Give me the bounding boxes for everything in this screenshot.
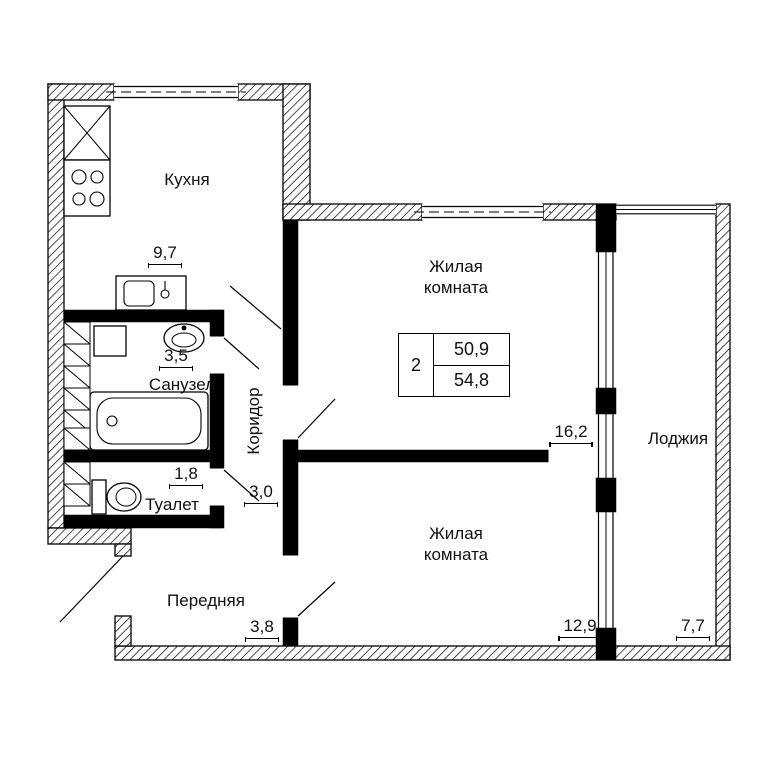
room-area-toilet: 1,8 [169, 464, 203, 489]
room-area-living-2: 12,9 [558, 616, 602, 641]
window-living1 [414, 204, 551, 220]
room-label-toilet: Туалет [145, 495, 199, 514]
room-area-living-1: 16,2 [549, 422, 593, 447]
area-cells: 50,9 54,8 [434, 334, 509, 396]
living-area-total: 50,9 [434, 334, 509, 366]
kitchen-counter-icon [63, 105, 111, 161]
wall-toilet-bottom [63, 514, 223, 529]
wall-entry-step [47, 527, 132, 545]
wall-kitchen-right [282, 83, 311, 221]
room-label-bathroom: Санузел [148, 375, 216, 394]
window-loggia-wall-mid [596, 414, 616, 478]
room-label-kitchen: Кухня [164, 170, 210, 189]
wall-corridor-living1-b [282, 439, 299, 451]
window-loggia-glazing [616, 204, 716, 215]
room-area-kitchen: 9,7 [148, 243, 182, 268]
room-label-living-2: Жилая комната [423, 524, 489, 565]
room-area-bathroom-dim: 3,5 [146, 346, 206, 371]
door-entrance [59, 555, 124, 623]
room-area-hall: 3,8 [245, 617, 279, 642]
bathtub-icon [89, 391, 209, 451]
wall-hall-living2-a [282, 461, 299, 556]
window-loggia-wall-upper [596, 252, 616, 388]
door-leaves [59, 285, 336, 623]
wall-living1-living2 [282, 449, 549, 463]
loggia-pier-3 [595, 477, 617, 513]
rooms-count: 2 [399, 334, 434, 396]
apartment-summary-table: 2 50,9 54,8 [398, 333, 510, 397]
vent-shafts-icon [63, 321, 91, 507]
room-label-corridor: Коридор [244, 387, 263, 455]
door-living2 [297, 581, 336, 617]
room-area-corridor-dim: 3,0 [231, 482, 291, 507]
kitchen-sink-icon [115, 275, 187, 311]
wall-left [47, 83, 65, 529]
room-label-loggia: Лоджия [647, 429, 709, 448]
room-area-toilet-dim: 1,8 [156, 464, 216, 489]
total-area: 54,8 [453, 370, 490, 391]
door-jambs [115, 335, 549, 619]
interior-walls [63, 203, 617, 661]
washing-machine-icon [93, 325, 127, 357]
room-area-loggia: 7,7 [676, 616, 710, 641]
room-area-hall-dim: 3,8 [232, 617, 292, 642]
room-label-living-1: Жилая комната [423, 257, 489, 298]
room-area-kitchen-dim: 9,7 [135, 243, 195, 268]
room-label-hall: Передняя [167, 591, 245, 610]
room-area-corridor: 3,0 [244, 482, 278, 507]
stove-icon [63, 159, 111, 217]
fixtures [63, 105, 209, 515]
room-area-bathroom: 3,5 [159, 346, 193, 371]
loggia-pier-2 [595, 387, 617, 415]
window-kitchen [106, 84, 246, 100]
door-toilet [223, 469, 260, 502]
wash-basin-icon [163, 323, 205, 353]
wall-top-left-pier [47, 83, 115, 101]
wall-bath-toilet [63, 449, 211, 463]
wall-bath-right-1 [209, 309, 225, 337]
wall-loggia-right [715, 203, 731, 661]
wall-kitchen-bath [63, 309, 223, 323]
door-living1 [297, 398, 336, 439]
room-area-living-1-dim: 16,2 [541, 422, 601, 447]
room-area-living-2-dim: 12,9 [550, 616, 610, 641]
windows [106, 84, 716, 628]
exterior-walls [47, 83, 731, 661]
wall-entry-lower [114, 615, 132, 647]
room-area-loggia-dim: 7,7 [663, 616, 723, 641]
wall-entry-upper [114, 543, 132, 557]
door-bathroom [223, 337, 260, 370]
balcony-door [596, 512, 616, 628]
wall-bottom [114, 645, 731, 661]
loggia-pier-1 [595, 203, 617, 253]
wall-living1-top-left-pier [282, 203, 423, 221]
toilet-icon [91, 479, 142, 515]
door-kitchen [229, 285, 282, 330]
wall-corridor-living1-a [282, 219, 299, 386]
